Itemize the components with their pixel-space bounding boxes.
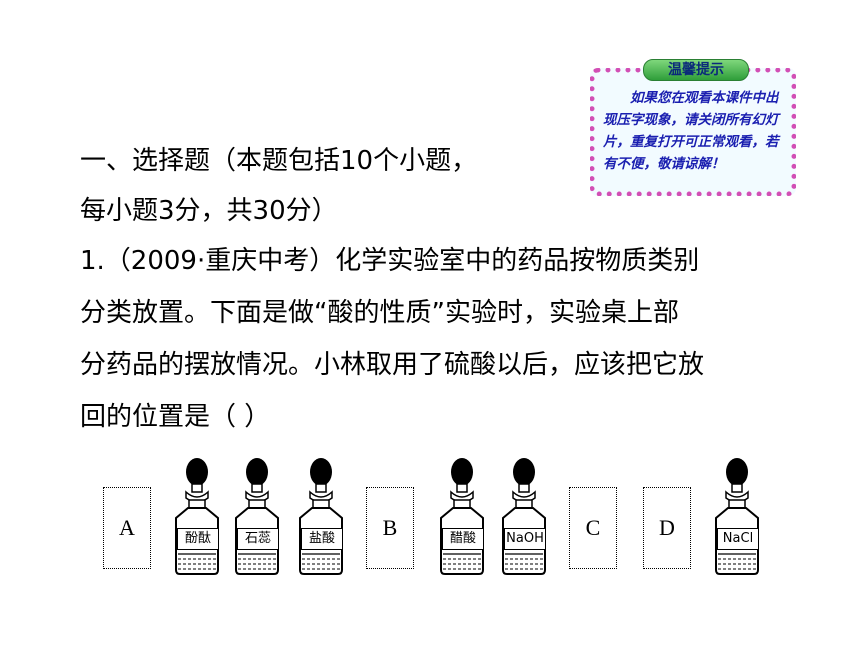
question-line4: 回的位置是（ ）	[80, 402, 271, 432]
bottle-nacl: NaCl	[708, 456, 766, 576]
section-heading-line2: 每小题3分，共30分）	[80, 196, 338, 226]
bottle-phenolphthalein: 酚酞	[168, 456, 226, 576]
bottle-label: NaCl	[717, 528, 759, 550]
dropper-bottle-icon	[440, 458, 484, 575]
bottle-label: NaOH	[504, 528, 546, 550]
dropper-bottle-icon	[299, 458, 343, 575]
position-b-box: B	[366, 487, 414, 569]
tip-body: 如果您在观看本课件中出现压字现象，请关闭所有幻灯片，重复打开可正常观看，若有不便…	[603, 90, 779, 172]
bottle-naoh: NaOH	[495, 456, 553, 576]
bottle-acetic-acid: 醋酸	[433, 456, 491, 576]
dropper-bottle-icon	[502, 458, 546, 575]
question-line2: 分类放置。下面是做“酸的性质”实验时，实验桌上部	[80, 298, 679, 328]
section-heading-line1: 一、选择题（本题包括10个小题，	[80, 146, 478, 176]
bottle-label: 盐酸	[301, 528, 343, 550]
question-line3: 分药品的摆放情况。小林取用了硫酸以后，应该把它放	[80, 350, 705, 380]
dropper-bottle-icon	[715, 458, 759, 575]
tip-box: 温馨提示 如果您在观看本课件中出现压字现象，请关闭所有幻灯片，重复打开可正常观看…	[590, 59, 796, 196]
question-line1: 1.（2009·重庆中考）化学实验室中的药品按物质类别	[80, 246, 700, 276]
bottle-hydrochloric-acid: 盐酸	[292, 456, 350, 576]
bottle-label: 醋酸	[442, 528, 484, 550]
bottle-label: 石蕊	[237, 528, 279, 550]
bottle-label: 酚酞	[177, 528, 219, 550]
position-c-box: C	[569, 487, 617, 569]
position-d-box: D	[643, 487, 691, 569]
dropper-bottle-icon	[235, 458, 279, 575]
position-a-box: A	[103, 487, 151, 569]
tip-title: 温馨提示	[643, 59, 749, 81]
dropper-bottle-icon	[175, 458, 219, 575]
bottle-litmus: 石蕊	[228, 456, 286, 576]
